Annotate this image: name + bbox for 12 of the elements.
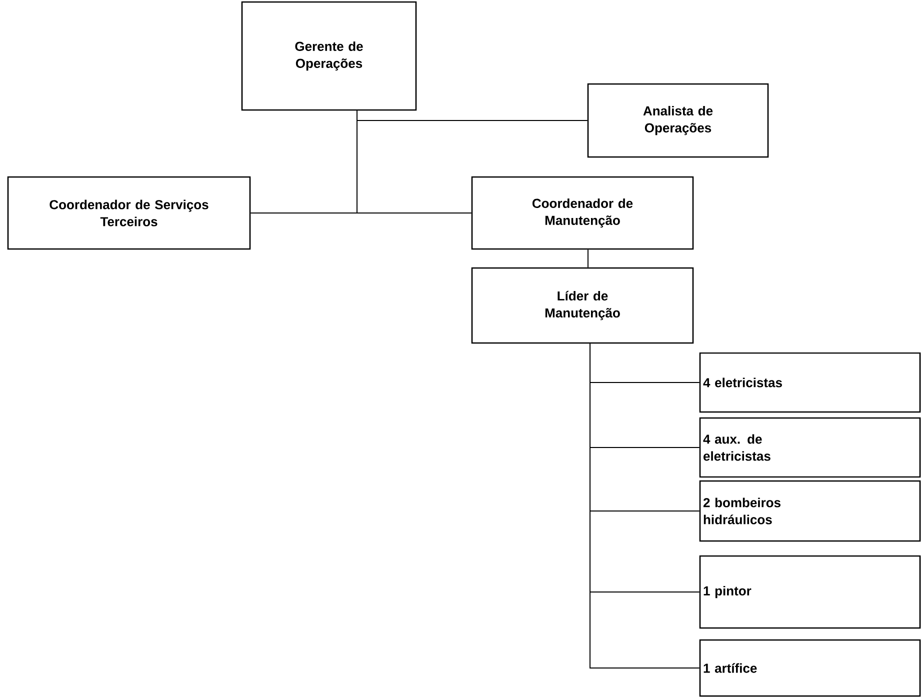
connector-line (356, 110, 472, 214)
org-box: 4 eletricistas (699, 352, 921, 413)
org-box: 1 artífice (699, 639, 921, 697)
org-box: Analista de Operações (587, 83, 769, 158)
connector-line (590, 343, 700, 668)
org-box: 2 bombeiros hidráulicos (699, 480, 921, 542)
org-box: Gerente de Operações (241, 1, 417, 111)
org-box: Coordenador de Manutenção (471, 176, 694, 250)
org-box: Coordenador de Serviços Terceiros (7, 176, 251, 250)
org-box: 4 aux. de eletricistas (699, 417, 921, 478)
org-box: Líder de Manutenção (471, 267, 694, 344)
org-box: 1 pintor (699, 555, 921, 629)
